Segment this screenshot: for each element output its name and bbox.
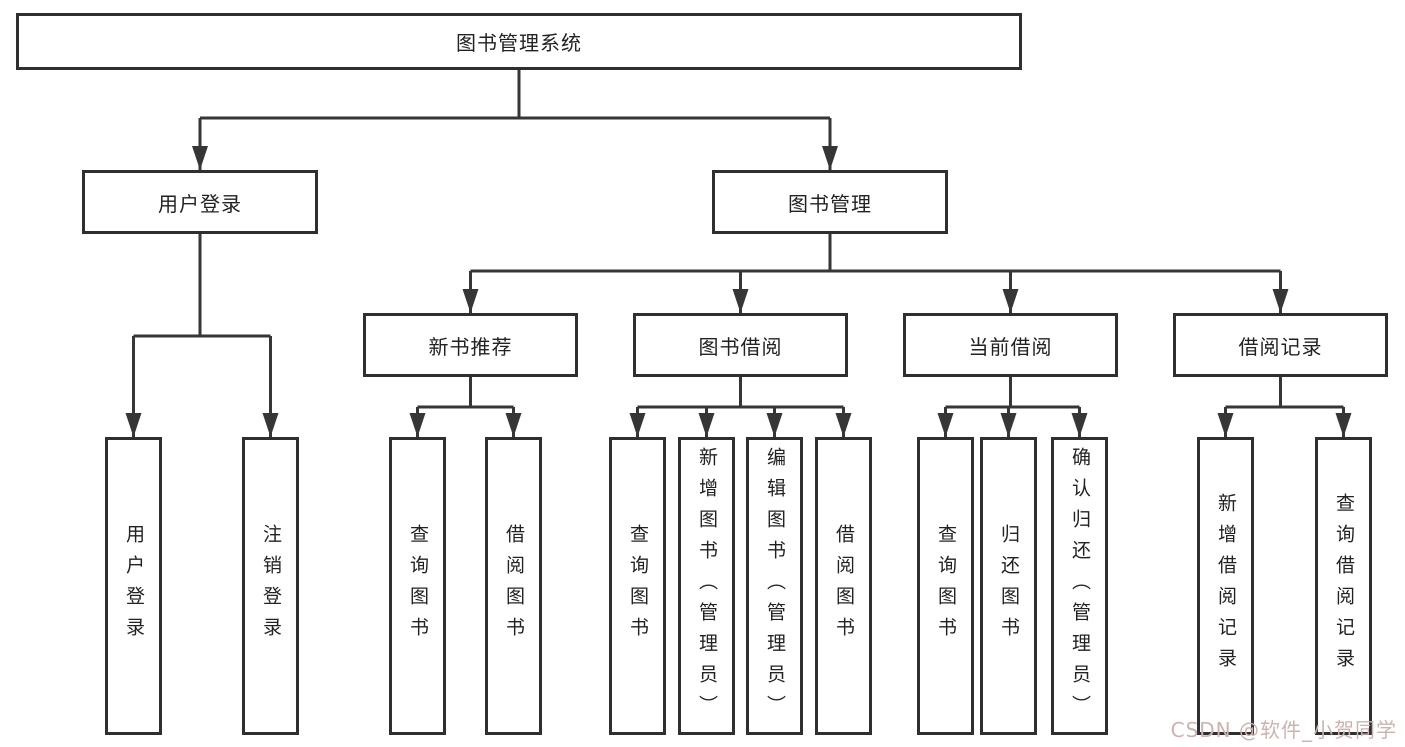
leaf-user-login: 用户登录 [105, 437, 162, 735]
leaf-label: 借阅图书 [833, 524, 855, 648]
leaf-borrow-books-recommend: 借阅图书 [485, 437, 542, 735]
leaf-confirm-return-admin: 确认归还（管理员） [1051, 437, 1108, 735]
leaf-logout: 注销登录 [242, 437, 299, 735]
leaf-label: 查询图书 [935, 524, 957, 648]
node-user-login: 用户登录 [82, 170, 318, 234]
csdn-watermark: CSDN @软件_小贺同学 [1170, 718, 1397, 742]
leaf-label: 借阅图书 [503, 524, 525, 648]
trunk-lines [133, 70, 1344, 409]
leaf-label: 归还图书 [998, 524, 1020, 648]
node-new-book-recommend: 新书推荐 [363, 313, 578, 377]
arrow-stems [125, 118, 1352, 437]
leaf-label: 编辑图书（管理员） [764, 446, 786, 726]
node-borrow-records: 借阅记录 [1173, 313, 1388, 377]
leaf-query-books-borrow: 查询图书 [609, 437, 666, 735]
leaf-label: 用户登录 [123, 524, 145, 648]
leaf-label: 注销登录 [260, 524, 282, 648]
node-book-management: 图书管理 [712, 170, 948, 234]
node-current-borrow: 当前借阅 [903, 313, 1118, 377]
leaf-edit-books-admin: 编辑图书（管理员） [746, 437, 803, 735]
leaf-query-borrow-record: 查询借阅记录 [1315, 437, 1372, 735]
leaf-label: 确认归还（管理员） [1069, 446, 1091, 726]
leaf-add-books-admin: 新增图书（管理员） [678, 437, 735, 735]
leaf-label: 查询图书 [407, 524, 429, 648]
node-root-system: 图书管理系统 [16, 13, 1022, 70]
leaf-label: 查询图书 [627, 524, 649, 648]
leaf-label: 新增借阅记录 [1215, 493, 1237, 679]
leaf-borrow-books: 借阅图书 [815, 437, 872, 735]
node-book-borrow: 图书借阅 [633, 313, 848, 377]
leaf-return-books: 归还图书 [980, 437, 1037, 735]
leaf-add-borrow-record: 新增借阅记录 [1197, 437, 1254, 735]
leaf-query-books-current: 查询图书 [917, 437, 974, 735]
leaf-query-books-recommend: 查询图书 [389, 437, 446, 735]
leaf-label: 新增图书（管理员） [696, 446, 718, 726]
leaf-label: 查询借阅记录 [1333, 493, 1355, 679]
